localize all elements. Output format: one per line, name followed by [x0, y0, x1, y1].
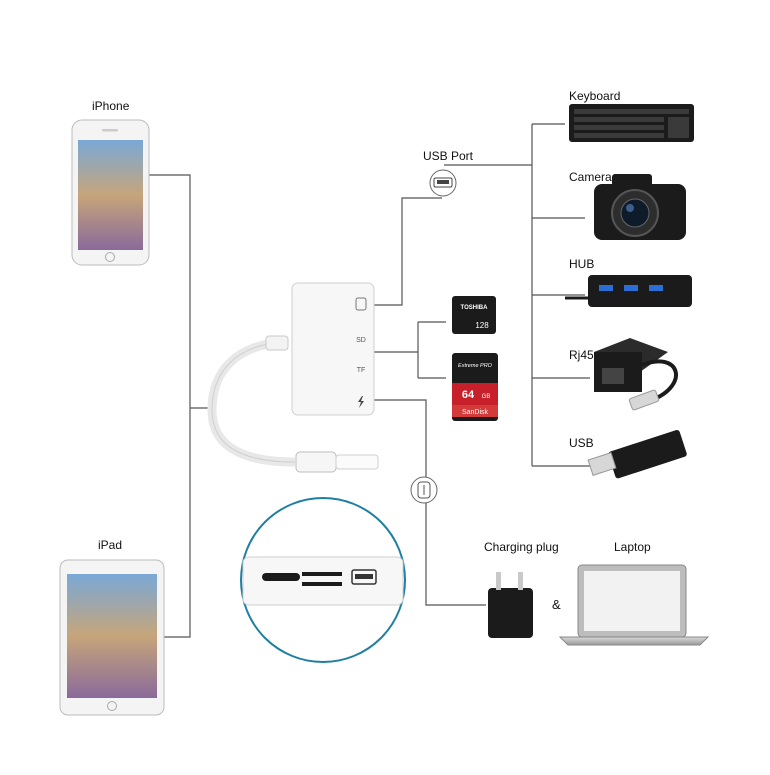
hub-image: [565, 275, 692, 307]
label-charging-plug: Charging plug: [484, 540, 559, 554]
label-ipad: iPad: [98, 538, 123, 552]
usb-stick-image: [587, 430, 687, 479]
camera-image: [594, 174, 686, 240]
sd-unit: GB: [482, 394, 491, 400]
micro-sd-card: [452, 296, 496, 334]
label-iphone: iPhone: [92, 99, 130, 113]
connector-lines: [148, 123, 590, 638]
iphone-image: [71, 119, 150, 266]
label-keyboard: Keyboard: [569, 89, 621, 103]
laptop-image: [558, 564, 710, 646]
label-usb: USB: [569, 436, 594, 450]
lightning-callout: [410, 476, 438, 504]
label-usb-port: USB Port: [423, 149, 474, 163]
sd-brand: SanDisk: [462, 409, 489, 416]
label-rj45: Rj45: [569, 348, 594, 362]
label-laptop: Laptop: [614, 540, 651, 554]
ipad-image: [59, 559, 165, 716]
charging-plug-image: [488, 572, 533, 638]
usb-port-icon: [355, 297, 367, 311]
adapter-cable: [207, 337, 296, 467]
micro-sd-icon: TF: [357, 367, 366, 374]
sd-capacity: 64: [462, 389, 475, 401]
line-phone-tablet: [148, 174, 191, 638]
cable-strain-relief: [265, 335, 289, 351]
usb-port-callout: [429, 169, 457, 197]
rj45-image: [594, 338, 678, 411]
label-hub: HUB: [569, 257, 595, 271]
line-usb-port: [368, 197, 442, 306]
label-camera: Camera: [569, 170, 612, 184]
adapter-body: SD TF: [291, 282, 375, 416]
sd-card-icon: SD: [356, 337, 366, 344]
micro-sd-capacity: 128: [475, 321, 489, 330]
sd-series: Extreme PRO: [458, 363, 493, 369]
keyboard-image: [569, 104, 694, 142]
micro-sd-brand: TOSHIBA: [461, 305, 489, 311]
adapter-port-zoom: [240, 497, 406, 663]
lightning-plug: [295, 451, 379, 473]
sd-card: [452, 353, 498, 421]
lightning-icon: [358, 396, 364, 408]
label-ampersand: &: [552, 597, 561, 612]
